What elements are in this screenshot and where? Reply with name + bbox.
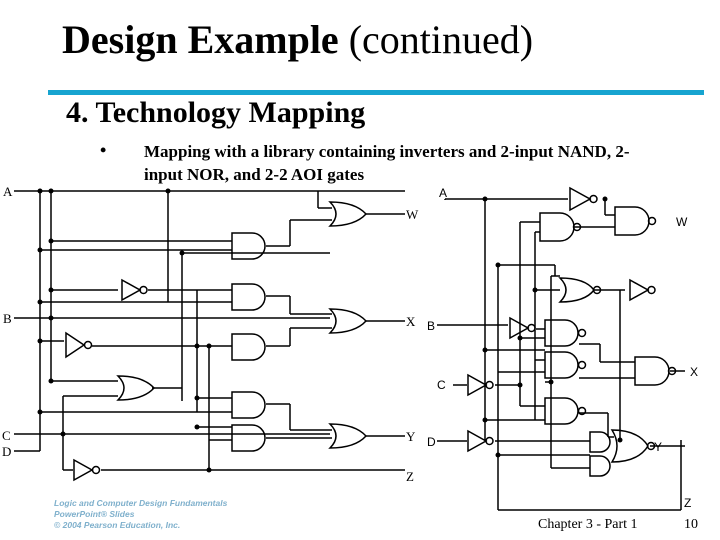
left-output-x-label: X (406, 314, 416, 329)
left-input-b-label: B (3, 311, 12, 326)
left-input-d-label: D (2, 444, 11, 459)
right-output-x-label: X (690, 365, 698, 379)
chapter-label: Chapter 3 - Part 1 (538, 517, 638, 532)
left-input-a-label: A (3, 184, 13, 199)
right-input-d-label: D (427, 435, 436, 449)
right-input-a-label: A (439, 186, 447, 200)
left-input-c-label: C (2, 428, 11, 443)
left-circuit (14, 190, 405, 482)
right-output-y-label: Y (654, 440, 662, 454)
left-output-y-label: Y (406, 429, 416, 444)
bullet-marker: • (100, 140, 107, 160)
right-output-w-label: W (676, 215, 688, 229)
right-input-c-label: C (437, 378, 446, 392)
publisher-brand: Logic and Computer Design Fundamentals P… (54, 498, 228, 530)
left-output-z-label: Z (406, 469, 414, 484)
right-input-b-label: B (427, 319, 435, 333)
section-heading: 4. Technology Mapping (66, 96, 366, 129)
right-circuit (437, 186, 685, 511)
junction-dots (37, 188, 623, 473)
left-output-w-label: W (406, 207, 419, 222)
page-number: 10 (684, 517, 698, 532)
slide-title: Design Example (continued) (62, 17, 534, 62)
title-divider (48, 90, 704, 95)
bullet-text: Mapping with a library containing invert… (144, 142, 630, 184)
right-output-z-label: Z (684, 496, 691, 510)
